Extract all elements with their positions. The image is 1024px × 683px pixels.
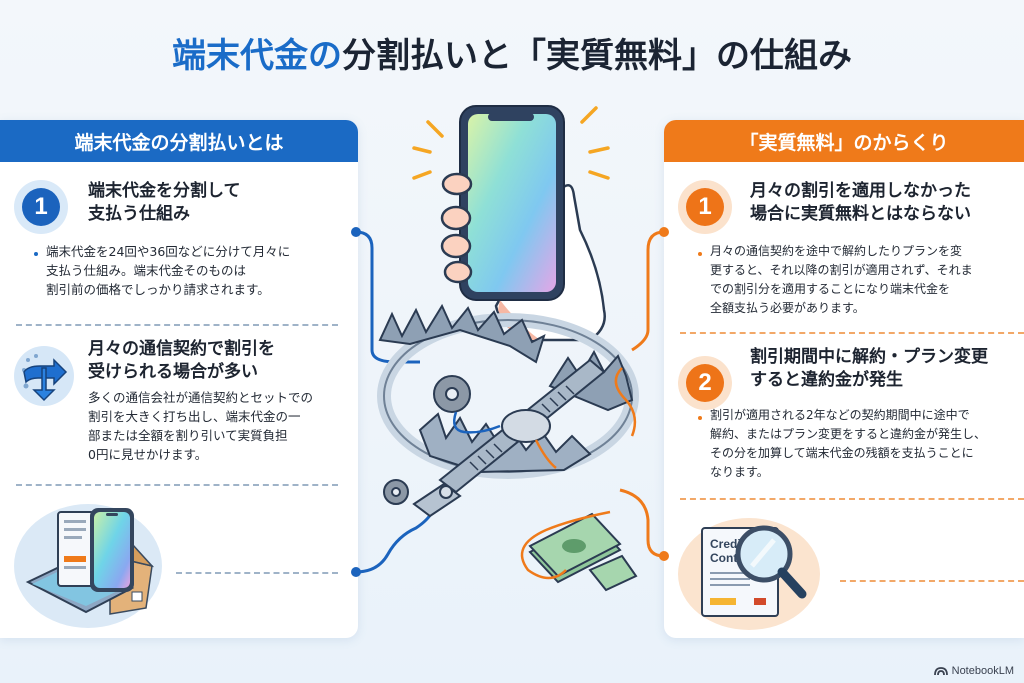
phone-box-invoice-icon	[14, 504, 162, 628]
right-panel: 「実質無料」のからくり 1 月々の割引を適用しなかった 場合に実質無料とはならな…	[664, 120, 1024, 638]
number-badge: 1	[678, 180, 732, 234]
money-stack-icon	[528, 512, 638, 592]
page-title-rest: 分割払いと「実質無料」の仕組み	[342, 36, 852, 76]
gear-icon	[433, 375, 471, 413]
right-item-1-title: 月々の割引を適用しなかった 場合に実質無料とはならない	[750, 181, 971, 224]
right-item-2-title: 割引期間中に解約・プラン変更 すると違約金が発生	[750, 347, 988, 390]
left-panel: 端末代金の分割払いとは 1 端末代金を分割して 支払う仕組み 端末代金を24回や…	[0, 120, 358, 638]
number-badge: 1	[14, 180, 68, 234]
contract-doc-text-1: Credit	[710, 537, 745, 551]
right-item-1-body: 月々の通信契約を途中で解約したりプランを変 更すると、それ以降の割引が適用されず…	[710, 244, 973, 315]
connector-dashed-line	[840, 580, 1024, 582]
watermark-text: NotebookLM	[951, 665, 1014, 677]
left-item-1-body: 端末代金を24回や36回などに分けて月々に 支払う仕組み。端末代金そのものは 割…	[46, 244, 291, 297]
watermark: NotebookLM	[933, 665, 1014, 677]
divider	[680, 332, 1024, 334]
left-panel-header: 端末代金の分割払いとは	[0, 120, 358, 162]
divider	[16, 484, 338, 486]
center-illustration-hand-phone-trap	[360, 100, 664, 600]
divider	[680, 498, 1024, 500]
discount-arrow-icon	[14, 346, 74, 406]
right-item-2-body: 割引が適用される2年などの契約期間中に途中で 解約、またはプラン変更をすると違約…	[710, 408, 987, 479]
bullet-dot	[698, 416, 702, 420]
page-title-accent: 端末代金の	[172, 36, 342, 76]
page-title: 端末代金の分割払いと「実質無料」の仕組み	[0, 28, 1024, 77]
left-item-1-title: 端末代金を分割して 支払う仕組み	[88, 181, 241, 224]
notebooklm-logo-icon	[933, 667, 948, 676]
left-item-2-title: 月々の通信契約で割引を 受けられる場合が多い	[88, 339, 275, 382]
number-badge-value: 2	[686, 364, 724, 402]
bullet-dot	[34, 252, 38, 256]
credit-contract-magnifier-icon: Credit Contract	[678, 518, 820, 630]
bullet-dot	[698, 252, 702, 256]
left-item-2-body: 多くの通信会社が通信契約とセットでの 割引を大きく打ち出し、端末代金の一 部また…	[88, 390, 314, 462]
connector-dashed-line	[176, 572, 338, 574]
number-badge: 2	[678, 356, 732, 410]
number-badge-value: 1	[686, 188, 724, 226]
number-badge-value: 1	[22, 188, 60, 226]
divider	[16, 324, 338, 326]
gear-icon	[383, 479, 409, 505]
right-panel-header: 「実質無料」のからくり	[664, 120, 1024, 162]
sparkle-icon	[412, 106, 610, 180]
